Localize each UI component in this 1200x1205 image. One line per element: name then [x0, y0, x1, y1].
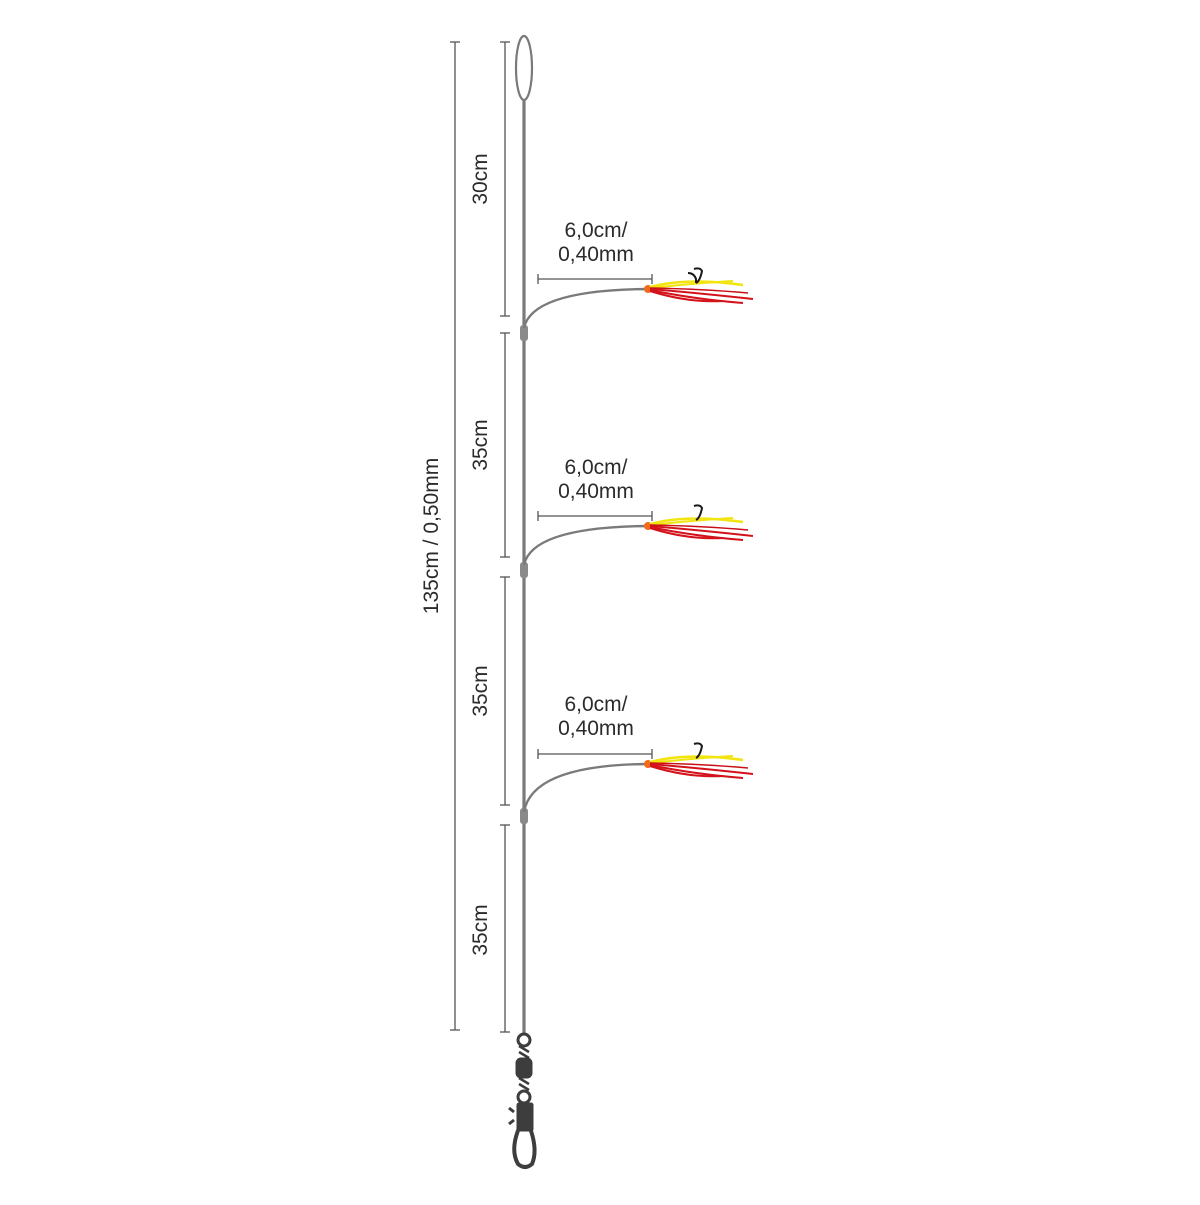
segment-1-label: 30cm	[469, 153, 492, 205]
branch-3-diameter: 0,40mm	[558, 717, 634, 740]
hook-lure-3	[644, 742, 754, 779]
segment-4-label: 35cm	[469, 904, 492, 956]
hook-lure-1	[644, 267, 754, 304]
branch-1-length: 6,0cm/	[564, 219, 628, 242]
hook-lure-2	[644, 504, 754, 541]
branch-3-label: 6,0cm/ 0,40mm	[536, 693, 656, 741]
top-loop	[514, 34, 534, 102]
segment-3-label: 35cm	[469, 665, 492, 717]
segment-2-label: 35cm	[469, 419, 492, 471]
swivel-snap	[508, 1032, 537, 1169]
branch-2-length: 6,0cm/	[564, 456, 628, 479]
branch-1-diameter: 0,40mm	[558, 243, 634, 266]
branch-3-length: 6,0cm/	[564, 693, 628, 716]
overall-length-label: 135cm / 0,50mm	[420, 457, 443, 615]
overall-dimension-line	[450, 41, 460, 1031]
branch-1-label: 6,0cm/ 0,40mm	[536, 219, 656, 267]
knots	[520, 325, 528, 824]
branch-2-diameter: 0,40mm	[558, 480, 634, 503]
branch-1	[522, 267, 754, 329]
branch-2-label: 6,0cm/ 0,40mm	[536, 456, 656, 504]
branch-3	[522, 742, 754, 813]
segment-dimension-lines	[500, 41, 510, 1033]
branch-2	[522, 504, 754, 566]
